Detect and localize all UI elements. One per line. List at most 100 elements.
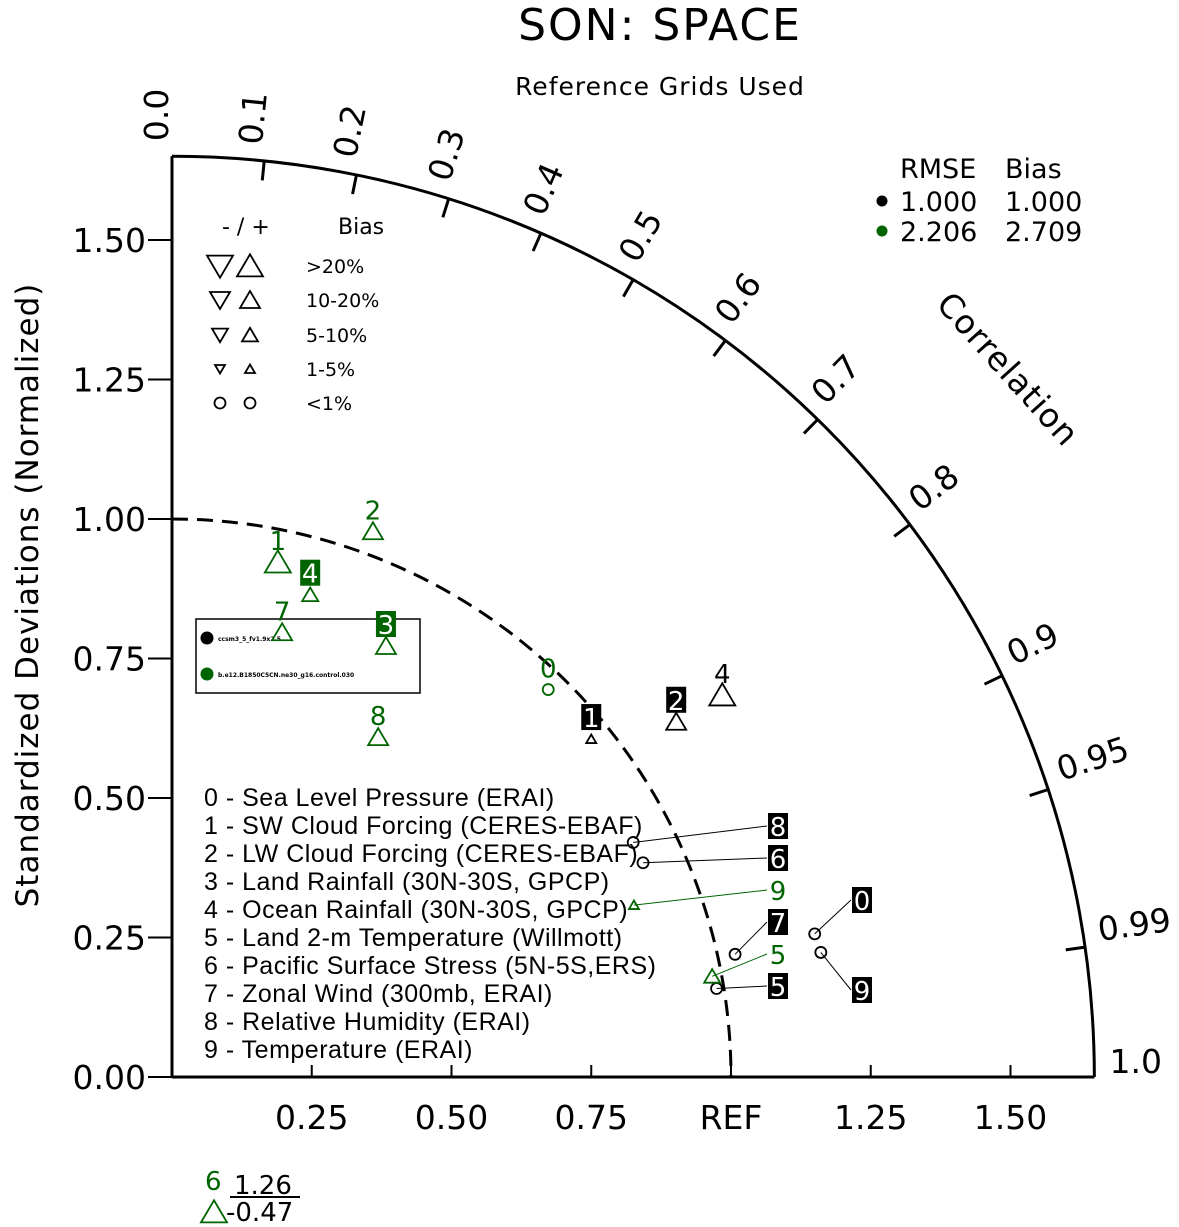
case-list-item: 2 - LW Cloud Forcing (CERES-EBAF): [204, 840, 638, 868]
data-point-label-box: [666, 686, 687, 713]
y-tick-label: 0.75: [73, 640, 146, 679]
correlation-tick-label: 0.8: [901, 456, 966, 519]
bias-value: 1.000: [1005, 187, 1082, 218]
off-chart-case: 6: [205, 1167, 222, 1197]
correlation-tick: [622, 278, 635, 298]
data-point-circle-marker: [808, 927, 822, 941]
bias-legend-row: >20%: [205, 252, 364, 280]
correlation-tick: [1065, 945, 1086, 952]
data-point-label: 1: [583, 704, 600, 734]
data-point-triangle-up-marker: [707, 681, 737, 707]
data-point-label: 4: [714, 660, 731, 690]
data-point-label-box: [375, 611, 396, 638]
data-point-label-box: [768, 909, 788, 935]
bias-legend-label: 5-10%: [306, 325, 367, 347]
bias-legend-row: 10-20%: [208, 289, 379, 312]
correlation-tick-label: 0.3: [420, 124, 473, 186]
correlation-tick: [983, 674, 1003, 686]
data-point: 7: [270, 597, 294, 642]
correlation-tick: [441, 198, 451, 218]
correlation-axis-label: Correlation: [929, 284, 1087, 453]
bias-legend-pos-circle-marker: [243, 396, 257, 410]
data-point: 1: [581, 704, 602, 744]
y-tick-label: 0.25: [73, 919, 146, 958]
bias-legend-label: 10-20%: [306, 290, 379, 312]
data-point-label: 0: [540, 655, 557, 685]
data-point-label: 8: [770, 813, 787, 843]
data-point-label: 9: [854, 977, 871, 1007]
data-point: 1: [263, 527, 293, 574]
data-point: 0: [540, 655, 557, 696]
bias-legend-row: 1-5%: [213, 359, 355, 381]
data-point-label: 1: [270, 527, 287, 557]
correlation-tick: [802, 418, 819, 435]
data-point: 9: [814, 946, 872, 1007]
bias-header: Bias: [1005, 154, 1062, 185]
data-point-label-box: [768, 973, 788, 999]
x-tick-label: 0.75: [555, 1098, 628, 1137]
correlation-tick-label: 0.4: [515, 157, 572, 221]
data-point-leader-line: [814, 899, 852, 935]
correlation-tick-label: 0.5: [610, 204, 670, 269]
data-point-label: 5: [770, 973, 787, 1003]
case-list-item: 9 - Temperature (ERAI): [204, 1036, 473, 1064]
bias-legend-label: >20%: [306, 256, 364, 278]
correlation-tick: [531, 232, 543, 252]
data-point: 4: [707, 660, 737, 707]
data-point-label-box: [852, 977, 872, 1003]
model-legend-name: ccsm3_5_fv1.9x2.5: [218, 636, 281, 643]
correlation-tick: [893, 523, 911, 538]
data-point: 3: [374, 611, 398, 655]
x-tick-label: 0.50: [415, 1098, 488, 1137]
data-point-label: 6: [770, 845, 787, 875]
data-point-triangle-up-marker: [263, 548, 293, 574]
data-point-triangle-up-marker: [374, 635, 398, 655]
correlation-tick: [1029, 788, 1049, 798]
chart-title: SON: SPACE: [518, 0, 802, 51]
off-chart-triangle-up-marker: [199, 1198, 229, 1224]
x-tick-label: 1.25: [834, 1098, 907, 1137]
bias-legend-neg-triangle-down-marker: [210, 327, 230, 344]
case-list-item: 5 - Land 2-m Temperature (Willmott): [204, 924, 623, 952]
data-point-triangle-up-marker: [366, 726, 390, 747]
correlation-tick-label: 0.6: [707, 265, 770, 330]
data-point-circle-marker: [814, 946, 828, 959]
case-list-item: 8 - Relative Humidity (ERAI): [204, 1008, 531, 1036]
x-tick-label: 0.25: [275, 1098, 348, 1137]
bias-legend-neg-triangle-down-marker: [208, 291, 232, 311]
data-point-label: 7: [770, 909, 787, 939]
bias-legend-signs: - / +: [222, 215, 270, 240]
data-point-label-box: [300, 559, 321, 586]
y-tick-label: 0.50: [73, 779, 146, 818]
bias-legend-pos-triangle-up-marker: [238, 289, 262, 309]
bias-legend-pos-triangle-up-marker: [243, 362, 257, 374]
model-reference-dot: [876, 225, 888, 237]
chart-subtitle: Reference Grids Used: [515, 72, 805, 101]
data-point-leader-line: [716, 985, 768, 989]
correlation-tick-label: 0.9: [1001, 615, 1065, 673]
correlation-tick-label: 0.2: [325, 102, 374, 161]
data-point-triangle-up-marker: [361, 520, 385, 541]
off-chart-corr: -0.47: [226, 1198, 293, 1227]
case-list-item: 0 - Sea Level Pressure (ERAI): [204, 784, 555, 812]
data-point-leader-line: [820, 952, 852, 991]
data-point: 5: [702, 941, 786, 984]
x-tick-label: REF: [700, 1098, 763, 1137]
model-reference-dot: [876, 195, 888, 207]
case-list-item: 1 - SW Cloud Forcing (CERES-EBAF): [204, 812, 643, 840]
data-point-leader-line: [633, 889, 768, 906]
correlation-tick-label: 0.99: [1095, 900, 1173, 949]
data-point: 9: [627, 877, 786, 910]
data-point-triangle-up-marker: [702, 967, 722, 984]
model-legend-dot: [200, 667, 214, 681]
bias-legend-neg-circle-marker: [213, 396, 227, 410]
correlation-arc: [171, 154, 1096, 1078]
correlation-tick: [351, 174, 358, 195]
bias-legend-row: <1%: [213, 393, 352, 415]
correlation-tick-label: 0.1: [231, 90, 275, 146]
rmse-value: 2.206: [900, 217, 977, 248]
bias-legend-row: 5-10%: [210, 325, 367, 347]
data-point-leader-line: [734, 921, 768, 955]
